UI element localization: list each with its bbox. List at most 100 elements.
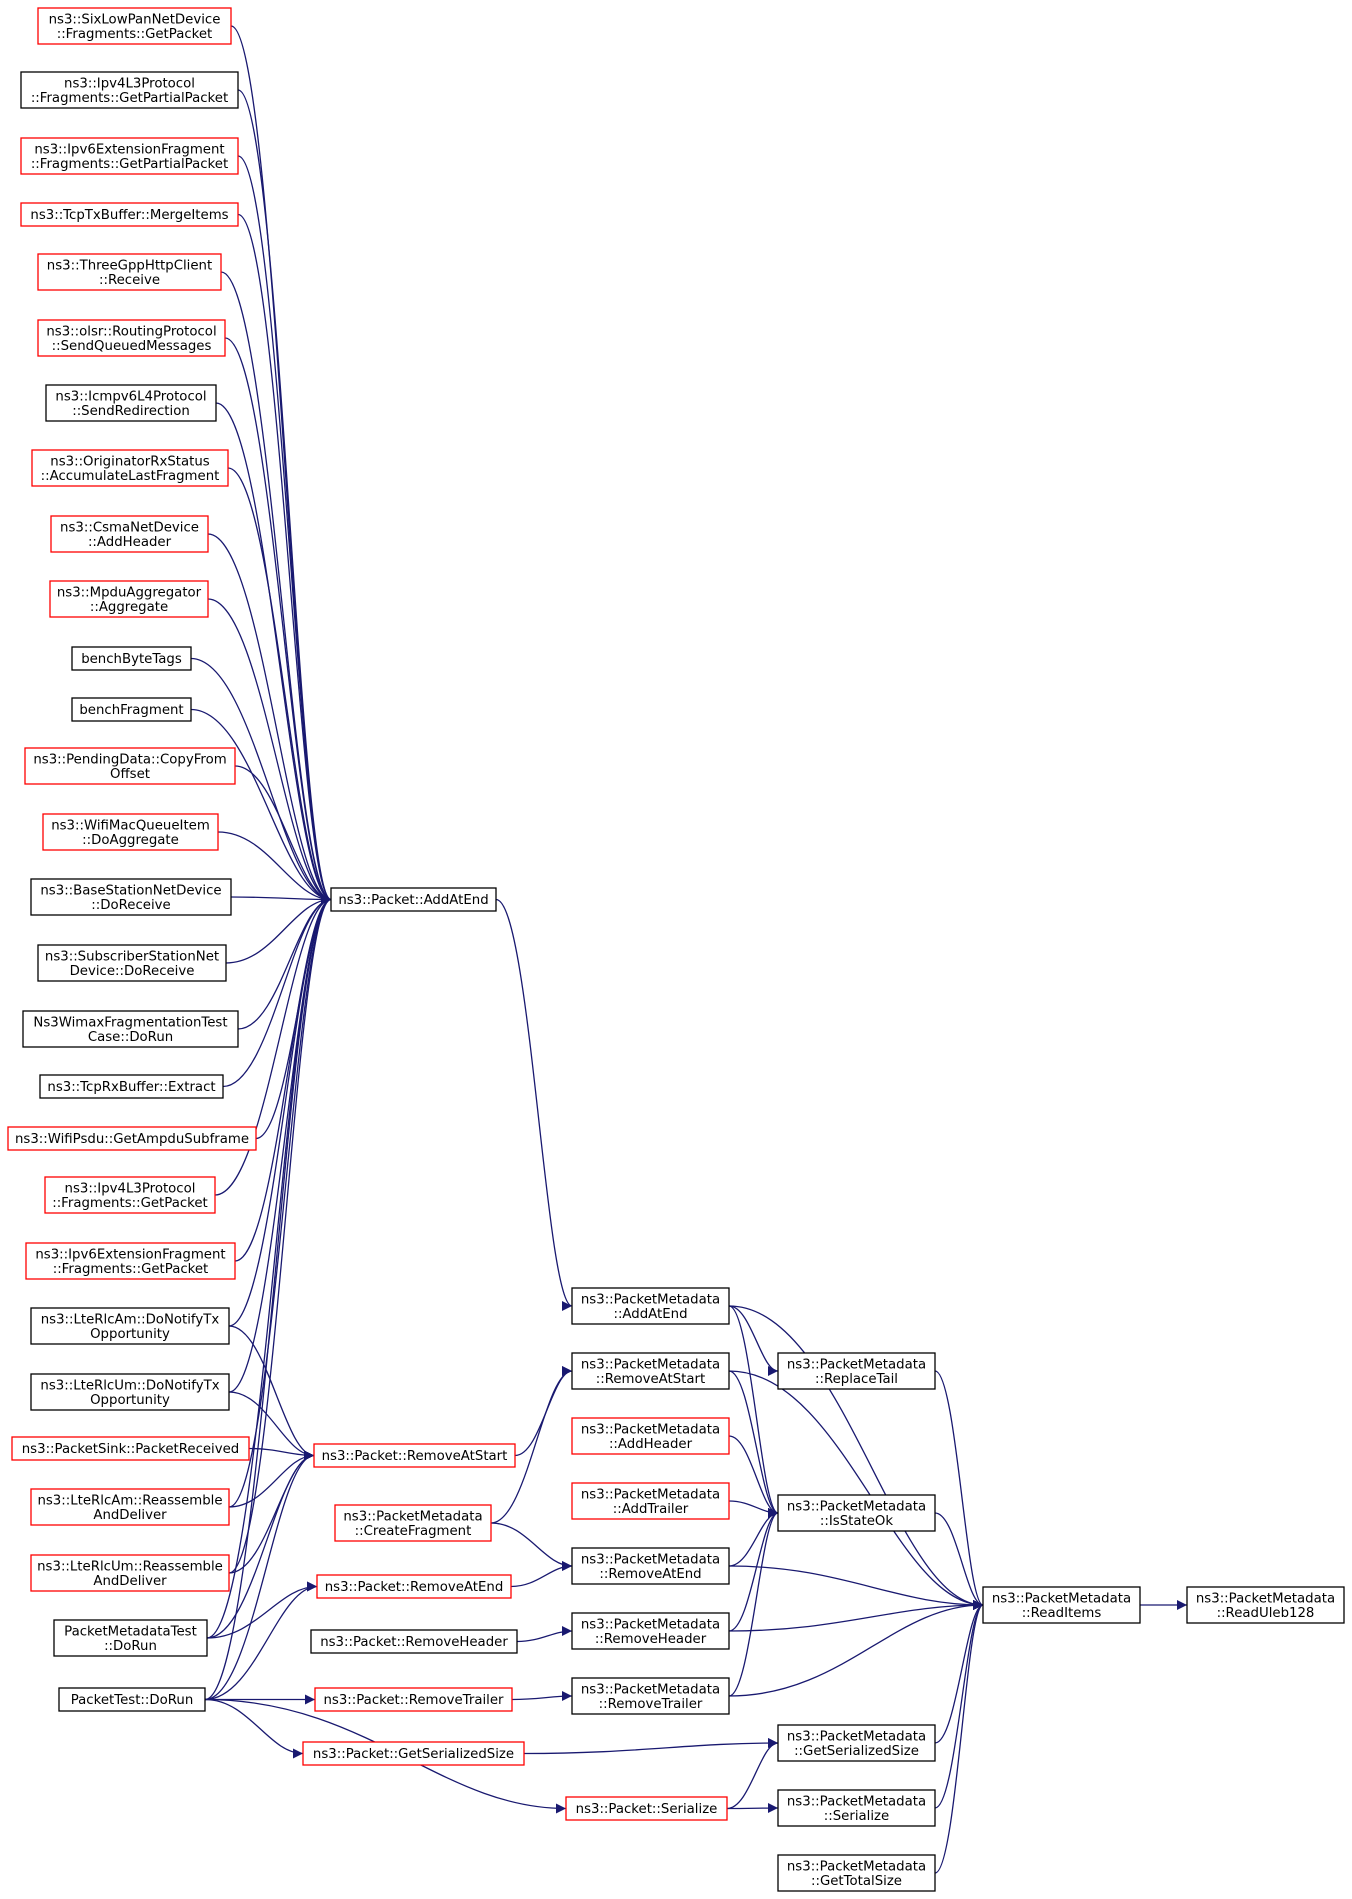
node-label: ns3::MpduAggregator [57,585,202,600]
node-box [49,580,209,618]
edge-pmtest-dorun-to-packet-removeatend [206,1581,318,1639]
edge-bench-fragment-to-packet-addatend [190,708,332,905]
node-box [37,319,226,357]
node-label: ::DoAggregate [82,833,179,848]
node-box [11,1436,250,1461]
node-label: ::ReadUleb128 [1217,1606,1315,1621]
node-packet-addatend[interactable]: ns3::Packet::AddAtEnd [330,887,497,912]
node-label: PacketMetadataTest [64,1624,197,1639]
node-packet-getserializedsize[interactable]: ns3::Packet::GetSerializedSize [302,1741,525,1766]
node-label: ns3::PacketSink::PacketReceived [22,1442,240,1457]
node-packet-serialize[interactable]: ns3::Packet::Serialize [565,1796,728,1821]
node-originator-acc[interactable]: ns3::OriginatorRxStatus::AccumulateLastF… [31,449,229,487]
node-tcprx-extract[interactable]: ns3::TcpRxBuffer::Extract [39,1074,224,1099]
node-box [31,449,229,487]
edge-tcprx-extract-to-packet-addatend [222,894,332,1088]
node-pm-readuleb128[interactable]: ns3::PacketMetadata::ReadUleb128 [1186,1586,1345,1624]
node-csma-addheader[interactable]: ns3::CsmaNetDevice::AddHeader [50,515,209,553]
node-box [20,137,239,175]
node-pm-gettotalsize[interactable]: ns3::PacketMetadata::GetTotalSize [777,1854,936,1892]
node-subscriber-rx[interactable]: ns3::SubscriberStationNetDevice::DoRecei… [37,944,227,982]
edge-basestation-rx-to-packet-addatend [230,894,332,905]
node-label: ns3::Ipv6ExtensionFragment [35,1247,225,1262]
node-packetsink-rx[interactable]: ns3::PacketSink::PacketReceived [11,1436,250,1461]
node-sixlowpan[interactable]: ns3::SixLowPanNetDevice::Fragments::GetP… [37,7,232,45]
edge-pm-removeatstart-to-pm-readitems [728,1370,984,1610]
edge-pm-getserializedsize-to-pm-readitems [934,1600,984,1744]
node-pm-replacetail[interactable]: ns3::PacketMetadata::ReplaceTail [777,1352,936,1390]
node-ipv4frag-partial[interactable]: ns3::Ipv4L3Protocol::Fragments::GetParti… [20,71,239,109]
node-label: ns3::PacketMetadata [343,1509,482,1524]
node-packet-removeheader[interactable]: ns3::Packet::RemoveHeader [310,1629,518,1654]
node-box [1186,1586,1345,1624]
node-basestation-rx[interactable]: ns3::BaseStationNetDevice::DoReceive [30,878,232,916]
node-pm-createfragment[interactable]: ns3::PacketMetadata::CreateFragment [334,1504,492,1542]
node-label: Opportunity [90,1393,170,1408]
node-packet-removetrailer[interactable]: ns3::Packet::RemoveTrailer [314,1687,513,1712]
node-pm-removeatend[interactable]: ns3::PacketMetadata::RemoveAtEnd [571,1547,730,1585]
node-pm-readitems[interactable]: ns3::PacketMetadata::ReadItems [982,1586,1141,1624]
node-label: ns3::SubscriberStationNet [45,949,219,964]
node-olsr-send[interactable]: ns3::olsr::RoutingProtocol::SendQueuedMe… [37,319,226,357]
edge-subscriber-rx-to-packet-addatend [225,894,332,964]
node-label: AndDeliver [93,1574,167,1589]
edge-lterlcam-notify-to-packet-addatend [228,894,332,1327]
node-ipv6frag-getpacket[interactable]: ns3::Ipv6ExtensionFragment::Fragments::G… [25,1242,236,1280]
edge-originator-acc-to-packet-addatend [227,467,332,905]
node-label: ns3::PacketMetadata [787,1729,926,1744]
node-mpdu-aggregate[interactable]: ns3::MpduAggregator::Aggregate [49,580,209,618]
node-pm-addatend[interactable]: ns3::PacketMetadata::AddAtEnd [571,1287,730,1325]
node-pm-getserializedsize[interactable]: ns3::PacketMetadata::GetSerializedSize [777,1724,936,1762]
node-label: ::Fragments::GetPartialPacket [31,157,228,172]
node-packet-removeatend[interactable]: ns3::Packet::RemoveAtEnd [316,1574,512,1599]
node-label: ns3::Packet::AddAtEnd [338,893,488,908]
node-label: ns3::Icmpv6L4Protocol [55,389,206,404]
edge-packet-removetrailer-to-pm-removetrailer [511,1691,573,1702]
node-pm-addheader[interactable]: ns3::PacketMetadata::AddHeader [571,1417,730,1455]
node-label: ns3::TcpTxBuffer::MergeItems [30,208,228,223]
node-label: ::AddTrailer [613,1502,689,1517]
node-box [30,1488,230,1526]
node-label: benchByteTags [81,652,182,667]
node-box [982,1586,1141,1624]
node-bench-bytetags[interactable]: benchByteTags [71,646,192,671]
node-ipv4frag-getpacket[interactable]: ns3::Ipv4L3Protocol::Fragments::GetPacke… [44,1176,216,1214]
node-wifipsdu-ampdu[interactable]: ns3::WifiPsdu::GetAmpduSubframe [7,1126,257,1151]
node-label: ::DoRun [104,1639,157,1654]
node-label: ::ReplaceTail [815,1372,898,1387]
node-label: ns3::WifiMacQueueItem [51,818,210,833]
node-label: ns3::LteRlcAm::DoNotifyTx [41,1312,220,1327]
node-label: ns3::WifiPsdu::GetAmpduSubframe [15,1132,249,1147]
node-pm-removeheader[interactable]: ns3::PacketMetadata::RemoveHeader [571,1612,730,1650]
edge-bench-bytetags-to-packet-addatend [190,657,332,905]
node-label: ns3::PacketMetadata [787,1357,926,1372]
node-pm-isstateok[interactable]: ns3::PacketMetadata::IsStateOk [777,1494,936,1532]
node-wifimacq-doagg[interactable]: ns3::WifiMacQueueItem::DoAggregate [42,813,219,851]
edge-lterlcam-notify-to-packet-removeatstart [228,1325,315,1461]
node-pmtest-dorun[interactable]: PacketMetadataTest::DoRun [53,1619,208,1657]
node-threegpp-receive[interactable]: ns3::ThreeGppHttpClient::Receive [37,253,222,291]
edge-packet-getserializedsize-to-pm-getserializedsize [523,1738,779,1755]
node-tcptx-merge[interactable]: ns3::TcpTxBuffer::MergeItems [20,202,239,227]
node-label: ns3::PacketMetadata [787,1499,926,1514]
node-pm-serialize[interactable]: ns3::PacketMetadata::Serialize [777,1789,936,1827]
edge-pm-removetrailer-to-pm-isstateok [728,1508,779,1697]
node-bench-fragment[interactable]: benchFragment [71,697,192,722]
node-box [20,71,239,109]
node-pm-removeatstart[interactable]: ns3::PacketMetadata::RemoveAtStart [571,1352,730,1390]
node-packettest-dorun[interactable]: PacketTest::DoRun [58,1687,206,1712]
node-ipv6frag-partial[interactable]: ns3::Ipv6ExtensionFragment::Fragments::G… [20,137,239,175]
node-pm-addtrailer[interactable]: ns3::PacketMetadata::AddTrailer [571,1482,730,1520]
edge-packettest-dorun-to-packet-removeatstart [204,1450,315,1701]
node-label: Device::DoReceive [70,964,195,979]
node-icmpv6-redir[interactable]: ns3::Icmpv6L4Protocol::SendRedirection [45,384,217,422]
node-packet-removeatstart[interactable]: ns3::Packet::RemoveAtStart [313,1443,516,1468]
edge-packetsink-rx-to-packet-removeatstart [248,1447,315,1461]
node-pm-removetrailer[interactable]: ns3::PacketMetadata::RemoveTrailer [571,1677,730,1715]
